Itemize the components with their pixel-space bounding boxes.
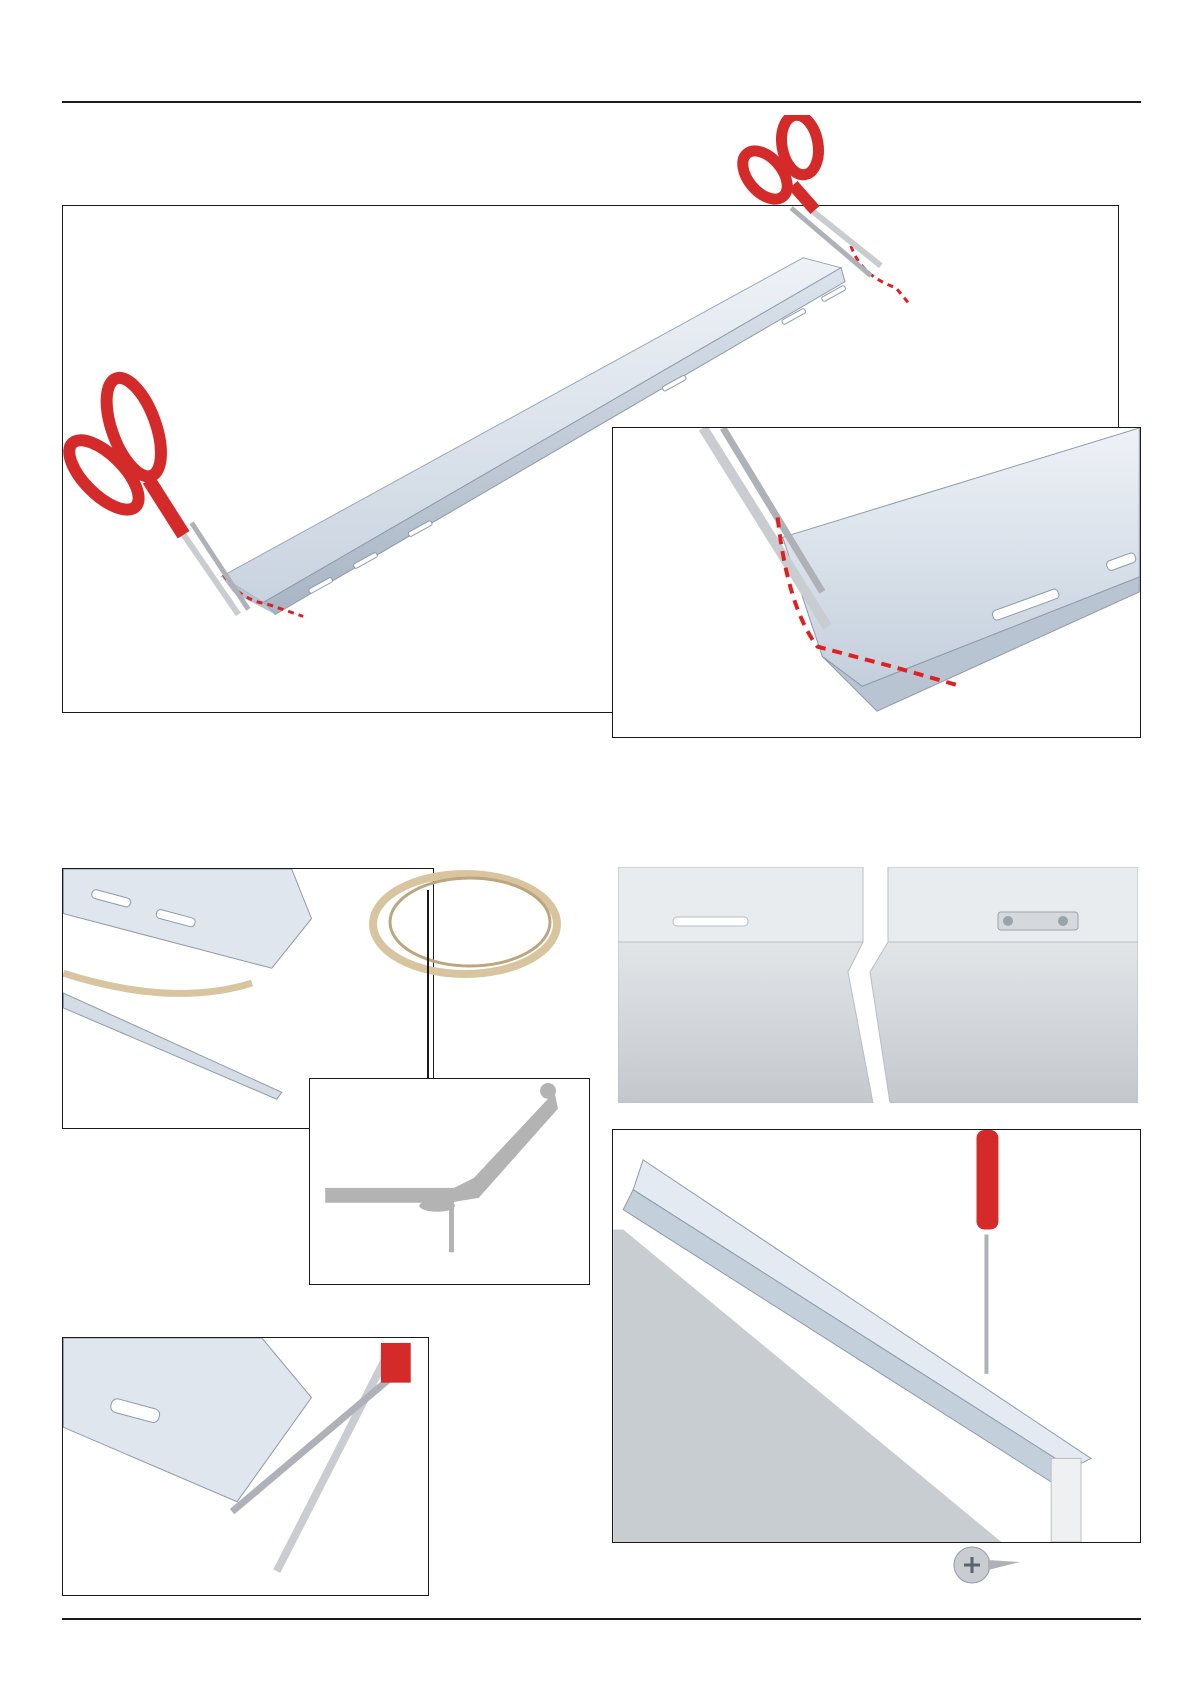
joint-split-view (618, 867, 1138, 1103)
bottom-rule (62, 1618, 1141, 1620)
screw-icon (950, 1540, 1025, 1590)
top-rule (62, 101, 1141, 103)
tape-roll-icon (360, 862, 570, 990)
screw-mount-panel (612, 1129, 1141, 1543)
callout-line (427, 890, 429, 1078)
trim-end-panel (62, 1337, 429, 1596)
cut-detail-inset (612, 427, 1141, 738)
cross-section-panel (309, 1078, 590, 1285)
scissors-handles-top (735, 115, 845, 215)
scissors-icon (63, 371, 248, 614)
